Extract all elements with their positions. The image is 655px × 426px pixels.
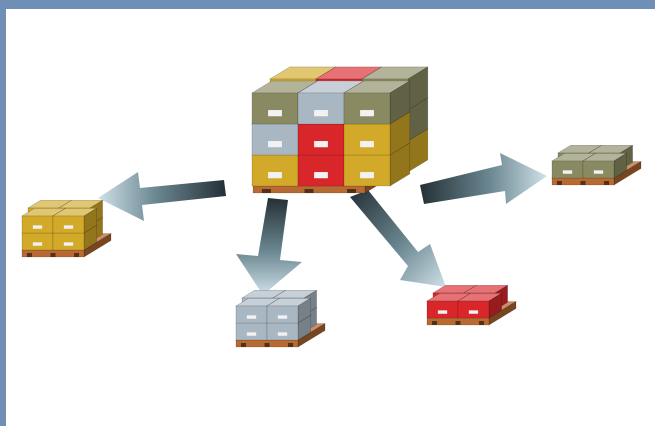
arrow-to-yellow-pallet [98, 172, 226, 221]
barcode-label [64, 225, 73, 228]
barcode-label [33, 225, 42, 228]
barcode-label [33, 242, 42, 245]
barcode-label [247, 315, 256, 318]
barcode-label [360, 141, 374, 147]
barcode-label [314, 172, 328, 178]
cargo-box [458, 293, 502, 318]
barcode-label [438, 310, 447, 313]
barcode-label [360, 110, 374, 116]
barcode-label [563, 170, 572, 173]
arrow-to-olive-pallet [420, 153, 547, 204]
arrow-to-red-pallet [350, 190, 446, 287]
barcode-label [268, 172, 282, 178]
barcode-label [360, 172, 374, 178]
barcode-label [64, 242, 73, 245]
cargo-box [267, 298, 311, 323]
red-pallet [427, 285, 516, 325]
yellow-pallet [22, 200, 111, 257]
barcode-label [268, 141, 282, 147]
cargo-box [583, 153, 627, 178]
barcode-label [594, 170, 603, 173]
olive-pallet [552, 145, 641, 185]
barcode-label [278, 315, 287, 318]
barcode-label [314, 110, 328, 116]
gray-pallet [236, 290, 325, 347]
cargo-box [344, 81, 410, 124]
barcode-label [268, 110, 282, 116]
barcode-label [469, 310, 478, 313]
barcode-label [247, 332, 256, 335]
barcode-label [314, 141, 328, 147]
barcode-label [278, 332, 287, 335]
arrow-to-gray-pallet [236, 198, 302, 295]
mixed-pallet [252, 67, 428, 193]
cargo-box [53, 208, 97, 233]
